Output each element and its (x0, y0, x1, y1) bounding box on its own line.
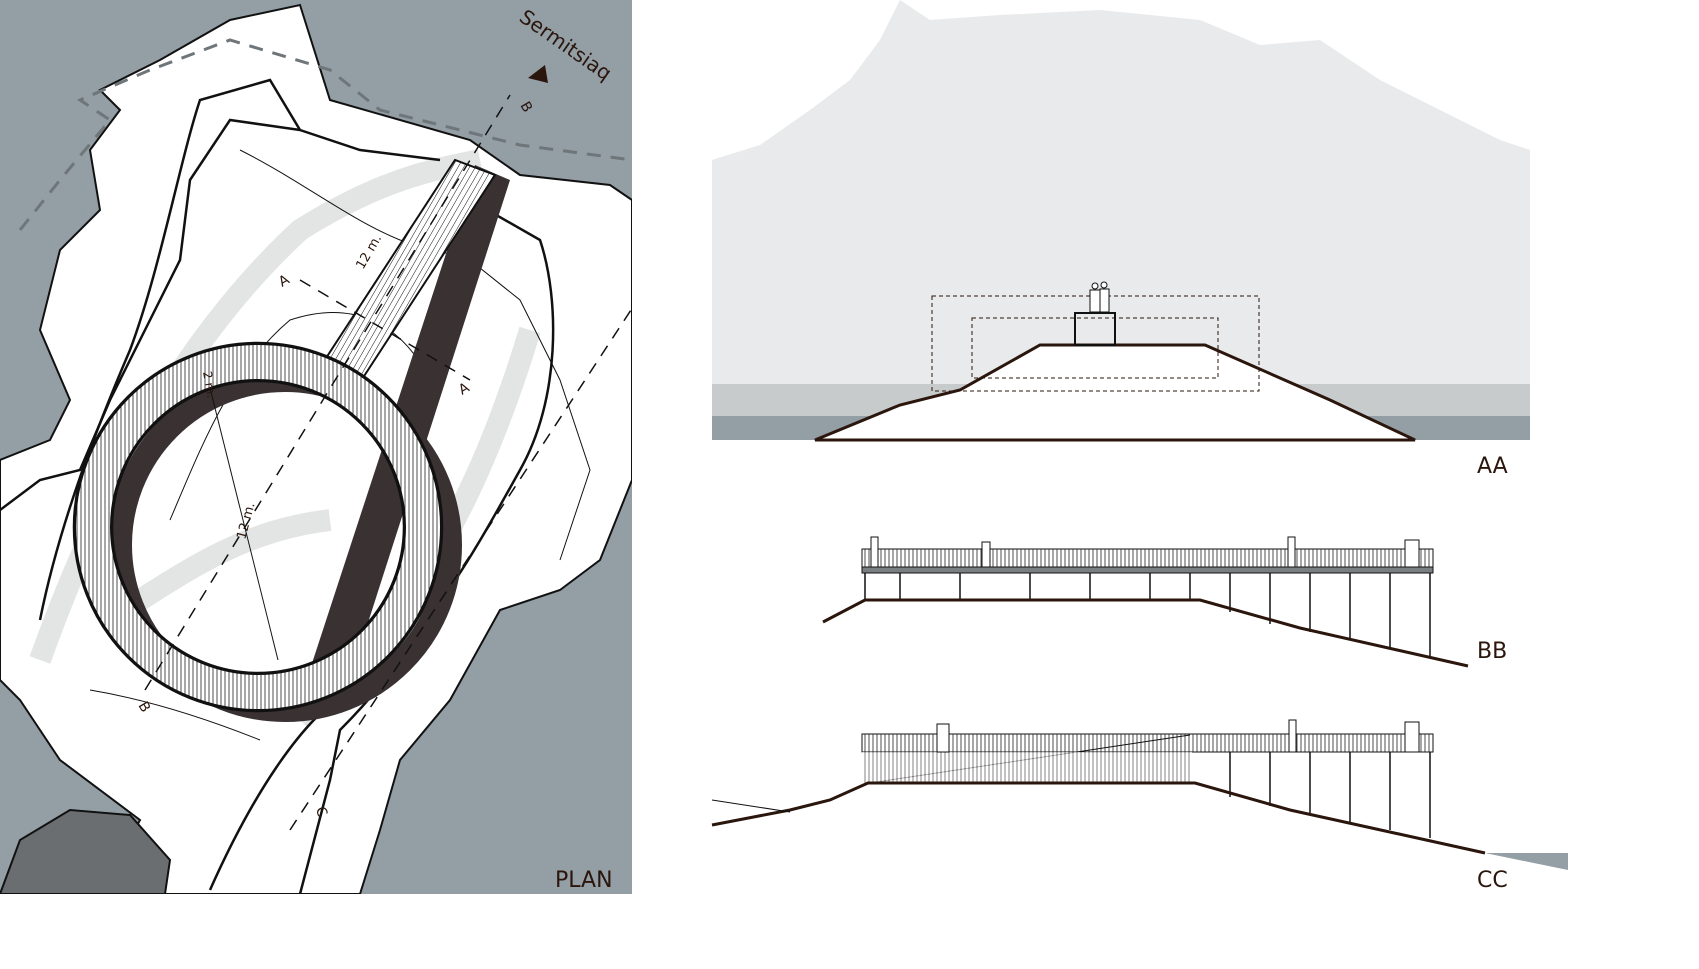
section-lines (144, 94, 632, 831)
mountain-silhouette (712, 0, 1530, 440)
section-cc-title: CC (1477, 868, 1508, 893)
ground-profile (822, 598, 1469, 668)
contour-lines-minor (89, 149, 591, 741)
people-figures (870, 536, 1420, 568)
viewing-ring (72, 341, 462, 722)
ground-profile (711, 781, 1486, 855)
section-bb (822, 536, 1469, 668)
section-aa-title: AA (1477, 454, 1508, 479)
deck (861, 566, 1434, 574)
columns (1229, 752, 1431, 838)
mountain-direction-icon (528, 65, 548, 83)
section-bb-title: BB (1477, 639, 1507, 664)
section-aa (712, 0, 1530, 442)
fjord-edge (1485, 853, 1568, 870)
plan-title: PLAN (555, 868, 613, 893)
hill-profile (814, 343, 1416, 442)
people-figures (936, 719, 1420, 753)
shoreline-dashed (18, 38, 632, 231)
columns (864, 573, 1431, 656)
viewing-platform (1074, 312, 1116, 346)
section-cc (711, 719, 1568, 870)
rock-outcrop (0, 808, 172, 894)
ring-width-dimension: 2 m. (200, 370, 218, 399)
site-plan: Sermitsiaq 12 m. 2 m. 12 m. A A B B C C (0, 0, 711, 894)
section-mark-c: C (692, 229, 711, 246)
people-figures (1089, 281, 1110, 313)
railing (861, 548, 1434, 568)
